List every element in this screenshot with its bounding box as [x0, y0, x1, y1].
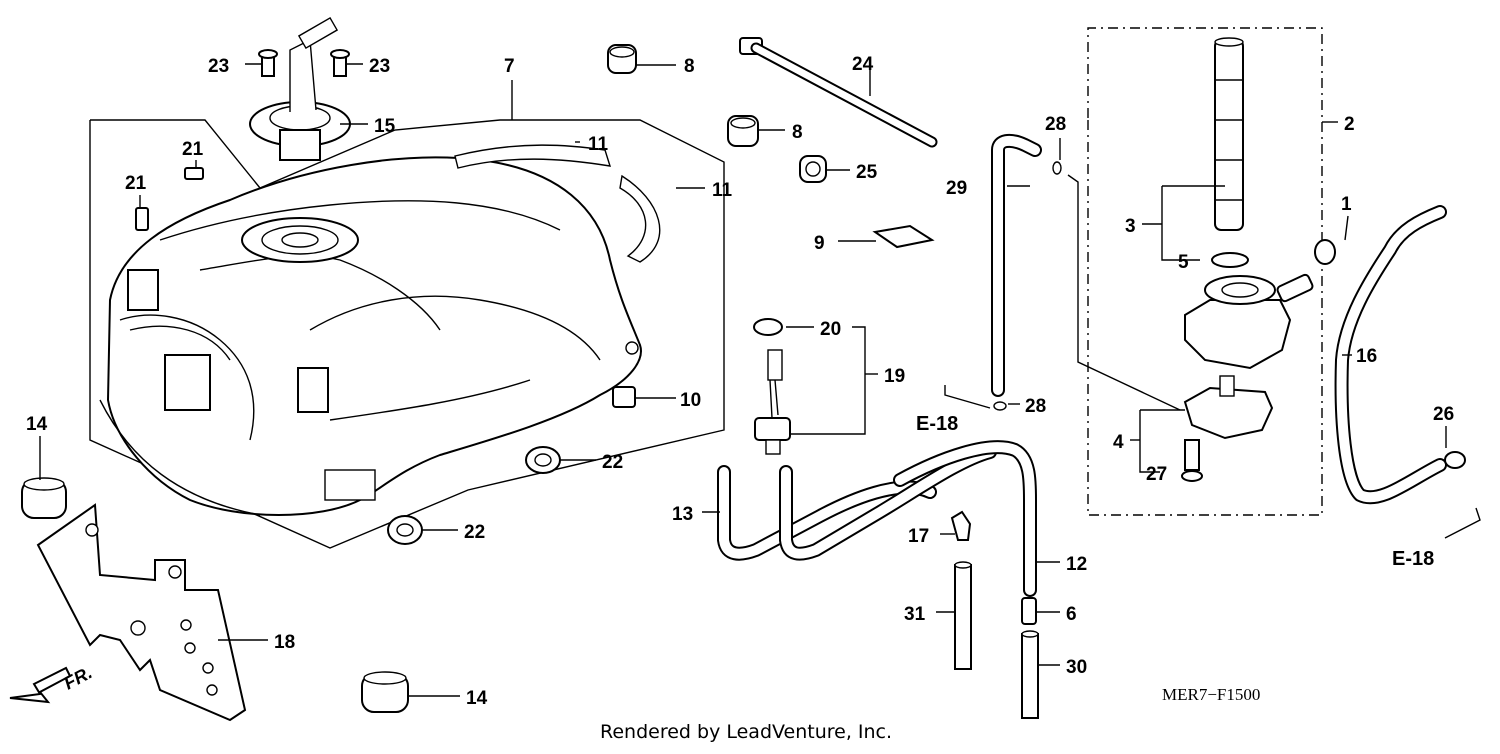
credit-text: Rendered by LeadVenture, Inc.: [600, 721, 892, 743]
grommet-8-top[interactable]: [607, 44, 637, 74]
ref-e18-right: E-18: [1392, 548, 1434, 570]
callout-29: 29: [946, 178, 967, 199]
callout-18: 18: [274, 632, 295, 653]
cap-bolt-right[interactable]: [330, 49, 350, 77]
callout-13: 13: [672, 504, 693, 525]
bolt-24[interactable]: [739, 37, 938, 148]
o-ring-20[interactable]: [753, 318, 783, 336]
callout-5: 5: [1178, 252, 1189, 273]
front-marker: FR.: [60, 662, 95, 693]
heat-guard-plate[interactable]: [36, 503, 247, 722]
clip-10[interactable]: [612, 386, 636, 408]
callout-10: 10: [680, 390, 701, 411]
callout-3: 3: [1125, 216, 1136, 237]
grommet-22-right[interactable]: [525, 446, 561, 474]
o-ring-28-bottom[interactable]: [993, 401, 1007, 411]
grommet-22-left[interactable]: [387, 515, 423, 545]
vent-hose-29[interactable]: [991, 133, 1042, 397]
tape-11-lower[interactable]: [619, 174, 661, 263]
callout-1: 1: [1341, 194, 1352, 215]
callout-11-lower: 11: [712, 180, 733, 201]
callout-27: 27: [1146, 464, 1167, 485]
joint-17[interactable]: [950, 510, 972, 541]
fuel-hose-16[interactable]: [1334, 205, 1447, 505]
callout-22-left: 22: [464, 522, 485, 543]
callout-7: 7: [504, 56, 515, 77]
callout-14-left: 14: [26, 414, 48, 435]
callout-19: 19: [884, 366, 905, 387]
callout-21-lower: 21: [125, 173, 147, 194]
callout-22-right: 22: [602, 452, 623, 473]
hose-31[interactable]: [954, 561, 972, 670]
callout-31: 31: [904, 604, 926, 625]
fuel-tank[interactable]: [99, 156, 642, 516]
o-ring-28-top[interactable]: [1052, 161, 1062, 175]
callout-17: 17: [908, 526, 929, 547]
hose-30[interactable]: [1021, 630, 1039, 719]
callout-28-top: 28: [1045, 114, 1066, 135]
damper-14-left[interactable]: [21, 477, 67, 519]
clip-21-upper[interactable]: [184, 167, 204, 180]
leader-lines: [39, 62, 1481, 697]
callout-25: 25: [856, 162, 878, 183]
front-arrow-icon: FR.: [9, 662, 95, 704]
fuel-gauge-unit[interactable]: [754, 349, 791, 455]
pad-9[interactable]: [872, 224, 935, 249]
callout-14-bottom: 14: [466, 688, 488, 709]
fuel-cap[interactable]: [249, 16, 351, 161]
clip-26[interactable]: [1444, 451, 1466, 469]
callout-8-top: 8: [684, 56, 695, 77]
callout-30: 30: [1066, 657, 1087, 678]
fuel-valve-body[interactable]: [1184, 273, 1314, 370]
callout-26: 26: [1433, 404, 1454, 425]
o-ring-5[interactable]: [1211, 252, 1249, 268]
callout-20: 20: [820, 319, 841, 340]
valve-lever-4[interactable]: [1183, 375, 1274, 440]
collar-25[interactable]: [799, 155, 827, 183]
callout-6: 6: [1066, 604, 1077, 625]
clip-1[interactable]: [1314, 239, 1336, 265]
callout-23-left: 23: [208, 56, 229, 77]
callout-labels: 23 23 15 7 8 8 25 9 11 11 21 21 10 22 22…: [26, 54, 1454, 743]
screw-27[interactable]: [1181, 439, 1203, 482]
joint-6[interactable]: [1021, 597, 1037, 625]
petcock-group-outline: [1087, 27, 1323, 516]
drain-hose-13[interactable]: [717, 445, 997, 561]
cap-bolt-left[interactable]: [258, 49, 278, 77]
callout-9: 9: [814, 233, 825, 254]
callout-23-right: 23: [369, 56, 390, 77]
callout-12: 12: [1066, 554, 1087, 575]
callout-24: 24: [852, 54, 874, 75]
callout-4: 4: [1113, 432, 1124, 453]
callout-15: 15: [374, 116, 396, 137]
damper-14-bottom[interactable]: [361, 671, 409, 713]
fuel-hose-12[interactable]: [893, 440, 1037, 597]
callout-2: 2: [1344, 114, 1355, 135]
tape-11-upper[interactable]: [454, 144, 612, 169]
callout-21-upper: 21: [182, 139, 204, 160]
grommet-8-lower[interactable]: [727, 115, 759, 147]
callout-8-lower: 8: [792, 122, 803, 143]
ref-e18-center: E-18: [916, 413, 958, 435]
diagram-code: MER7−F1500: [1162, 685, 1260, 704]
fuel-strainer-screen[interactable]: [1214, 37, 1244, 231]
callout-16: 16: [1356, 346, 1377, 367]
callout-28-bottom: 28: [1025, 396, 1046, 417]
callout-11-upper: 11: [588, 134, 609, 155]
clip-21-lower[interactable]: [135, 207, 149, 231]
tank-group-outline: [89, 119, 725, 549]
